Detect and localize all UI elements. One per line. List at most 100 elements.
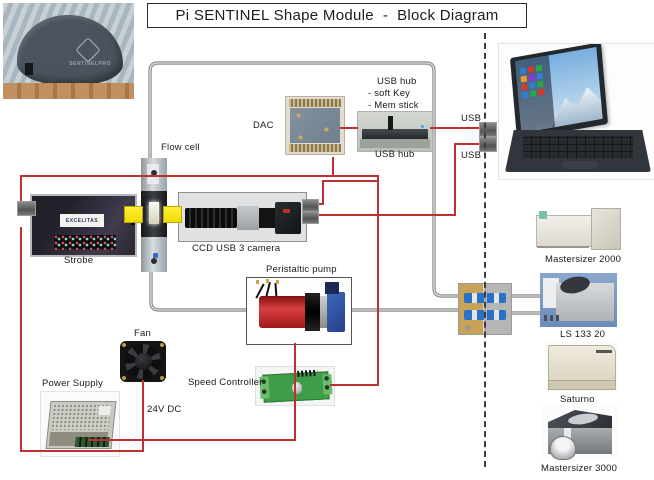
system-boundary-divider <box>484 33 486 467</box>
fan-hub <box>135 353 152 370</box>
camera-label: CCD USB 3 camera <box>192 243 281 254</box>
wire-pump-drop <box>294 343 296 441</box>
wooden-bench <box>3 83 134 99</box>
instrument-side-panel <box>543 278 559 308</box>
laptop-touchpad <box>563 161 597 169</box>
usb-port-top-label: USB <box>461 113 482 124</box>
strobe-input-connector <box>17 201 36 216</box>
laptop-photo <box>498 43 654 180</box>
laptop-keys <box>523 136 633 158</box>
psu-sticker <box>98 406 111 415</box>
camera-barrel <box>259 208 277 228</box>
mastersizer-3000-photo <box>542 406 618 462</box>
laptop-screen <box>509 44 609 140</box>
strobe-label: Strobe <box>64 255 94 266</box>
pump-gearbox <box>320 296 327 328</box>
instrument-panel-stripe <box>564 428 571 442</box>
usb-hub-led <box>421 125 424 128</box>
usb-hub-stand <box>360 139 430 148</box>
camera-lens-rings <box>185 208 237 228</box>
flow-cell-photo <box>141 158 167 272</box>
flow-cell-window <box>149 202 159 224</box>
flow-cell-right-coupler <box>163 206 182 223</box>
dac-screw <box>324 127 329 132</box>
sentinel-housing: SENTINELPRO <box>17 15 123 85</box>
fan-photo <box>120 341 166 382</box>
wire-psu-run <box>88 439 296 441</box>
pump-wire-ferrule <box>276 280 279 284</box>
dac-screw <box>298 135 303 140</box>
pump-coupling <box>305 293 320 331</box>
flow-cell-fitting <box>153 253 158 258</box>
pump-wire-ferrule <box>266 279 269 283</box>
usb-hub-body <box>362 129 428 140</box>
wire-camera-trigger-run <box>322 180 379 182</box>
usb-port-bottom-label: USB <box>461 150 482 161</box>
wire-camera-usb-run <box>315 214 456 216</box>
dac-pin-row-bottom <box>289 144 341 152</box>
instrument-tower-unit <box>591 208 621 250</box>
instrument-ledge <box>548 380 616 390</box>
instrument-badge <box>539 211 547 219</box>
fan-screw <box>122 343 126 347</box>
sentinel-port <box>25 63 33 75</box>
sample-beaker <box>550 436 576 460</box>
usb-hub-photo <box>357 111 433 152</box>
wire-main-vertical <box>377 175 379 386</box>
wire-speed-controller-feed <box>330 384 379 386</box>
diagram-title-box: Pi SENTINEL Shape Module - Block Diagram <box>147 3 527 28</box>
ccd-camera-photo <box>178 192 307 242</box>
sentinel-hexagon-logo-icon <box>75 37 101 63</box>
wire-strobe-drop <box>20 175 22 205</box>
diagram-title: Pi SENTINEL Shape Module - Block Diagram <box>175 7 499 24</box>
laptop-wallpaper <box>515 46 603 134</box>
fan-screw <box>160 343 164 347</box>
pin-header <box>297 369 318 377</box>
strobe-photo: EXCELITAS <box>30 194 137 257</box>
mastersizer-2000-label: Mastersizer 2000 <box>545 254 622 265</box>
mastersizer-2000-photo <box>535 205 622 252</box>
usb-port-bottom-connector <box>479 137 497 152</box>
ls-13320-label: LS 133 20 <box>560 329 606 340</box>
wire-usb-port-bottom-link <box>454 143 481 145</box>
wire-camera-usb-rise <box>454 143 456 216</box>
dac-screw <box>296 113 301 118</box>
manifold-screw <box>465 325 470 330</box>
dac-label: DAC <box>253 120 274 131</box>
dac-pin-row-top <box>289 99 341 107</box>
pump-head-clamp <box>325 282 339 294</box>
sentinel-brand-text: SENTINELPRO <box>69 61 111 67</box>
wire-bottom-run <box>20 450 144 452</box>
saturno-photo <box>545 342 618 392</box>
wire-hub-to-usb-port <box>430 127 481 129</box>
usb-hub-caption-line1: USB hub <box>377 76 417 87</box>
speed-controller-pcb <box>259 369 333 403</box>
flow-cell-label: Flow cell <box>161 142 200 153</box>
wallpaper-mountains <box>549 84 602 127</box>
wire-strobe-dac-bus <box>20 175 379 177</box>
flow-cell-screw <box>151 170 157 176</box>
usb-port-top-connector <box>479 122 497 137</box>
power-supply-label: Power Supply <box>42 378 104 389</box>
flow-cell-left-coupler <box>124 206 143 223</box>
wire-camera-trigger-rise <box>322 180 324 205</box>
instrument-slot <box>596 350 612 353</box>
camera-silver-band <box>237 206 259 230</box>
instrument-bench-unit <box>536 215 594 247</box>
start-menu-panel <box>515 55 556 134</box>
strobe-label-plate: EXCELITAS <box>60 214 104 227</box>
wire-strobe-power-drop <box>20 227 22 452</box>
dac-board-photo <box>285 96 345 155</box>
flow-cell-screw <box>151 258 157 264</box>
wire-dac-to-hub <box>340 127 358 129</box>
fan-label: Fan <box>134 328 151 339</box>
start-menu-tiles <box>519 67 527 75</box>
usb-hub-caption-line2: - soft Key <box>368 88 411 99</box>
fan-screw <box>122 376 126 380</box>
camera-logo <box>283 209 290 213</box>
laptop-keyboard-base <box>505 130 651 172</box>
pump-motor <box>259 296 307 328</box>
mastersizer-3000-label: Mastersizer 3000 <box>541 463 618 474</box>
instrument-base-line <box>537 246 589 248</box>
